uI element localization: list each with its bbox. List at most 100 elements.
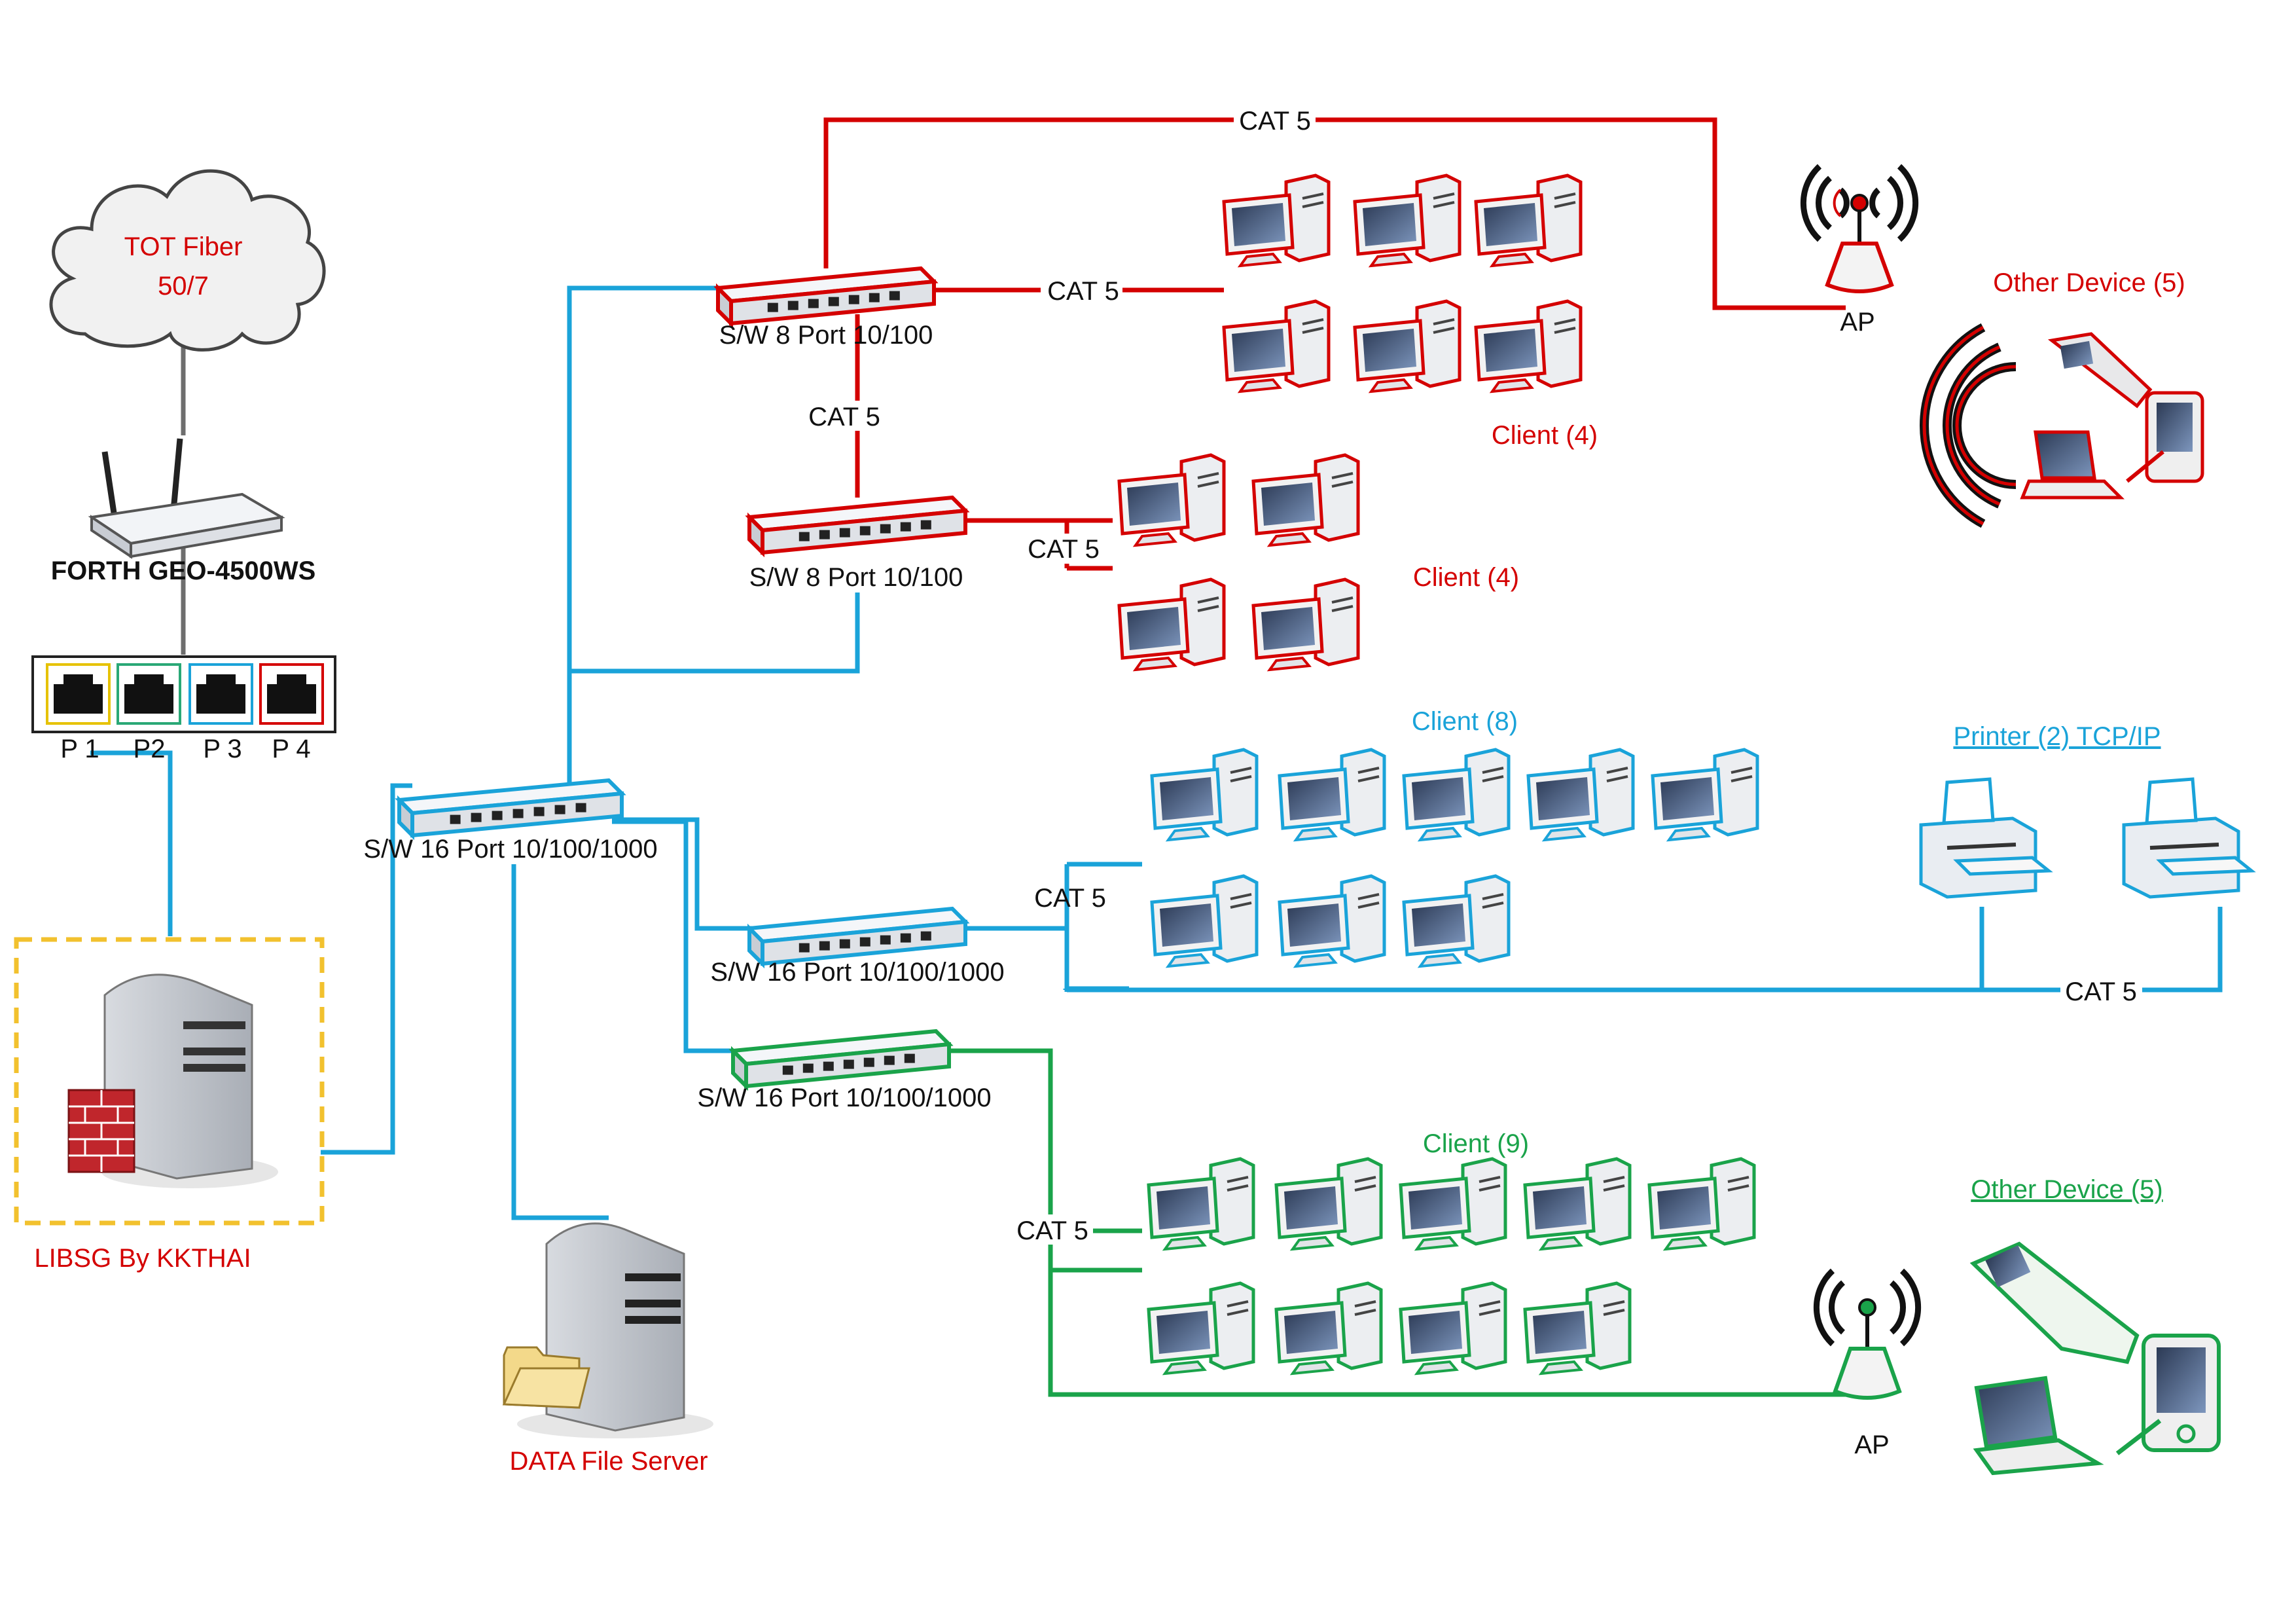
desktop-computer-icon [1278, 748, 1386, 842]
red-top-switch-label: S/W 8 Port 10/100 [719, 321, 933, 350]
desktop-computer-icon [1222, 299, 1331, 393]
cloud-label-line1: TOT Fiber [124, 232, 243, 261]
printer-bus-link [1064, 907, 2223, 993]
cable-label-blue: CAT 5 [1034, 884, 1106, 913]
pda-icon [2126, 391, 2204, 483]
folder-icon [502, 1346, 590, 1409]
cable-label-printers: CAT 5 [2065, 977, 2137, 1006]
desktop-computer-icon [1523, 1281, 1632, 1376]
desktop-computer-icon [1147, 1281, 1255, 1376]
desktop-computer-icon [1474, 299, 1583, 393]
redmid-to-clients-link [965, 518, 1113, 571]
desktop-computer-icon [1222, 173, 1331, 268]
desktop-computer-icon [1274, 1157, 1383, 1251]
blue-switch [745, 906, 970, 969]
core-switch [395, 778, 626, 841]
cable-label-red-mid: CAT 5 [1028, 535, 1100, 564]
access-point-green-label: AP [1854, 1431, 1889, 1459]
core-to-redmid-link [569, 593, 860, 674]
desktop-computer-icon [1147, 1157, 1255, 1251]
desktop-computer-icon [1399, 1157, 1507, 1251]
cloud-icon: TOT Fiber 50/7 [49, 169, 326, 352]
printer-icon [1919, 777, 2053, 899]
red-mid-switch [745, 495, 970, 558]
desktop-computer-icon [1251, 453, 1360, 547]
laptop-icon [2020, 430, 2125, 500]
port1-to-firewall-link [90, 750, 173, 936]
wifi-icon [1813, 1268, 1922, 1347]
cable-label-top: CAT 5 [1239, 107, 1311, 136]
desktop-computer-icon [1399, 1281, 1507, 1376]
access-point-green [1813, 1268, 1922, 1400]
cable-label-red-link: CAT 5 [808, 403, 880, 431]
port-3-icon [188, 663, 253, 725]
core-to-fileserver-link [511, 864, 609, 1220]
redtop-to-ap-link [823, 117, 1846, 310]
other-green-label: Other Device (5) [1971, 1175, 2162, 1204]
desktop-computer-icon [1117, 577, 1226, 672]
desktop-computer-icon [1651, 748, 1759, 842]
core-switch-label: S/W 16 Port 10/100/1000 [363, 835, 657, 864]
cable-labels: CAT 5 CAT 5 CAT 5 CAT 5 CAT 5 CAT 5 CAT … [802, 105, 2142, 1245]
firewall-border [14, 937, 325, 1226]
group-labels: Client (4) Client (4) Client (8) Printer… [1412, 268, 2185, 1204]
port-panel [31, 655, 336, 733]
client-red-2-label: Client (4) [1413, 563, 1519, 592]
mobile-phone-icon [1969, 1241, 2140, 1364]
other-red-label: Other Device (5) [1993, 268, 2185, 297]
port-label-1: P 1 [60, 735, 99, 763]
access-point-red-label: AP [1840, 308, 1874, 337]
desktop-computer-icon [1251, 577, 1360, 672]
printers [1919, 777, 2256, 899]
desktop-computer-icon [1526, 748, 1635, 842]
port-label-2: P2 [134, 735, 166, 763]
desktop-computer-icon [1278, 874, 1386, 968]
core-to-redtop-link [567, 285, 720, 786]
port-2-icon [117, 663, 181, 725]
printers-label: Printer (2) TCP/IP [1953, 722, 2161, 751]
desktop-computer-icon [1353, 173, 1462, 268]
red-top-switch [713, 266, 939, 329]
desktop-computer-icon [1150, 748, 1259, 842]
server-icon [103, 974, 253, 1180]
router-icon [88, 438, 285, 559]
desktop-computer-icon [1402, 874, 1511, 968]
router-label: FORTH GEO-4500WS [51, 556, 316, 585]
client-computers [1117, 173, 1759, 1376]
mobile-phone-icon [2047, 332, 2153, 409]
cable-label-green: CAT 5 [1016, 1216, 1088, 1245]
firewall-brick-icon [67, 1089, 135, 1173]
port-1-icon [46, 663, 111, 725]
port-4-icon [259, 663, 324, 725]
file-server-label: DATA File Server [509, 1447, 708, 1476]
red-mid-switch-label: S/W 8 Port 10/100 [749, 563, 963, 592]
green-switch [728, 1029, 954, 1091]
blue-switch-label: S/W 16 Port 10/100/1000 [710, 958, 1004, 987]
desktop-computer-icon [1274, 1281, 1383, 1376]
printer-icon [2122, 777, 2256, 899]
desktop-computer-icon [1117, 453, 1226, 547]
desktop-computer-icon [1353, 299, 1462, 393]
file-server [502, 1222, 713, 1438]
desktop-computer-icon [1402, 748, 1511, 842]
access-point-red [1800, 164, 1919, 293]
other-devices-green [1969, 1241, 2221, 1476]
desktop-computer-icon [1647, 1157, 1756, 1251]
laptop-icon [1973, 1376, 2104, 1476]
green-switch-label: S/W 16 Port 10/100/1000 [697, 1084, 991, 1112]
client-blue-label: Client (8) [1412, 707, 1518, 736]
cable-label-red-clients: CAT 5 [1047, 277, 1119, 306]
port-label-3: P 3 [203, 735, 242, 763]
desktop-computer-icon [1523, 1157, 1632, 1251]
pda-icon [2115, 1334, 2221, 1455]
switches [395, 266, 970, 1091]
firewall-to-core-link [321, 783, 412, 1155]
client-red-1-label: Client (4) [1492, 421, 1598, 450]
other-devices-red [1920, 323, 2204, 528]
desktop-computer-icon [1150, 874, 1259, 968]
firewall-server [14, 937, 325, 1226]
desktop-computer-icon [1474, 173, 1583, 268]
client-green-label: Client (9) [1423, 1129, 1529, 1158]
cloud-label-line2: 50/7 [158, 272, 209, 301]
